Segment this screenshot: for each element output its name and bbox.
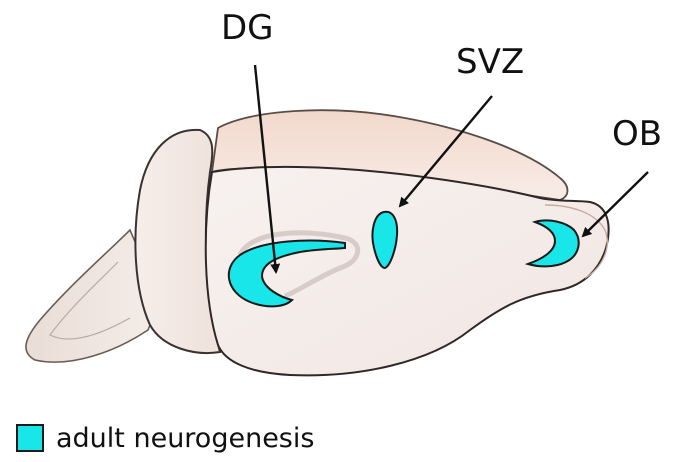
legend-label: adult neurogenesis <box>56 423 314 454</box>
legend: adult neurogenesis <box>16 418 314 458</box>
dg-label: DG <box>221 11 274 45</box>
ob-label: OB <box>612 117 662 151</box>
legend-swatch <box>16 424 44 452</box>
svz-label: SVZ <box>456 45 524 79</box>
